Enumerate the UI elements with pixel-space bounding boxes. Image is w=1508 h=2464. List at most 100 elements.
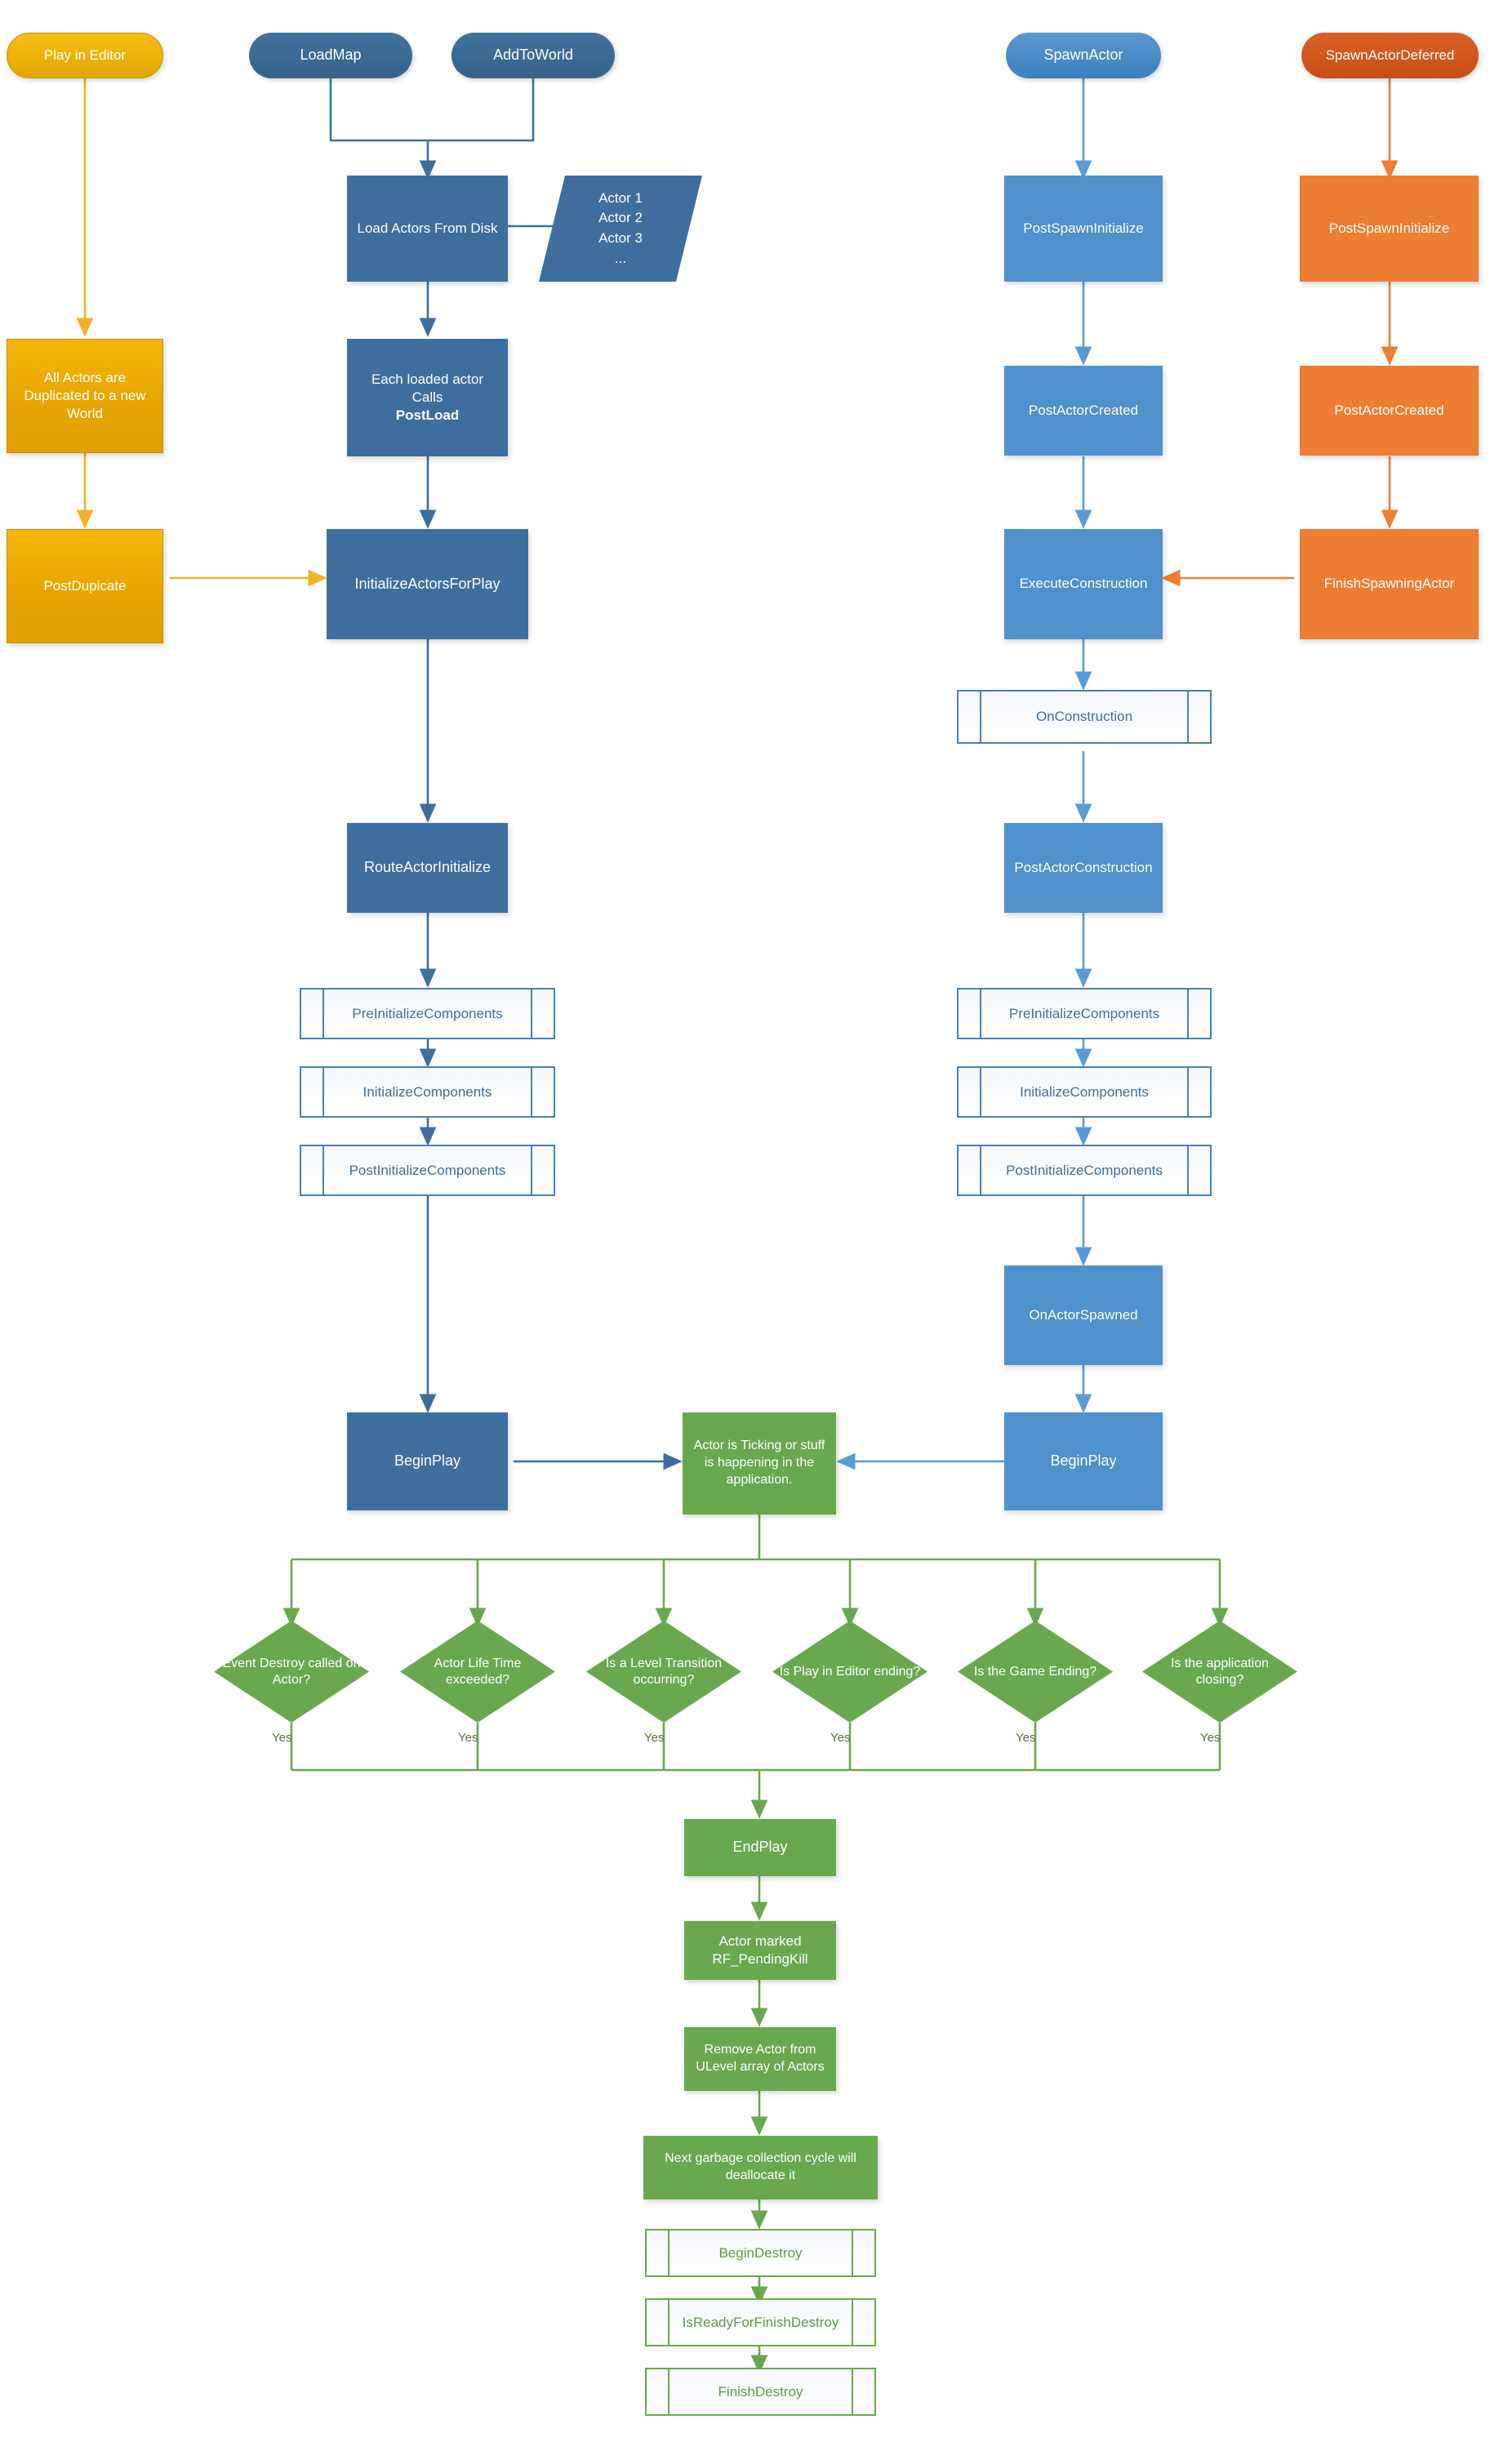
node-begin-play-left[interactable]: BeginPlay — [347, 1412, 508, 1510]
node-post-spawn-initialize-deferred[interactable]: PostSpawnInitialize — [1300, 176, 1479, 282]
node-each-loaded-actor-label: Each loaded actor Calls PostLoad — [354, 371, 501, 425]
edge-label-yes-actor-life-time: Yes — [458, 1731, 478, 1745]
subroutine-left-bar — [980, 692, 981, 742]
subroutine-left-bar — [980, 1068, 981, 1116]
subroutine-right-bar — [1187, 1146, 1189, 1194]
node-post-actor-created-mid[interactable]: PostActorCreated — [1004, 366, 1163, 456]
node-is-ready-for-finish-destroy[interactable]: IsReadyForFinishDestroy — [645, 2298, 876, 2346]
node-post-initialize-components-left-label: PostInitializeComponents — [349, 1162, 506, 1178]
node-all-actors-duplicated-label: All Actors are Duplicated to a new World — [24, 369, 146, 422]
node-actor-is-ticking[interactable]: Actor is Ticking or stuff is happening i… — [683, 1412, 836, 1514]
node-begin-play-right[interactable]: BeginPlay — [1004, 1412, 1163, 1510]
node-post-actor-construction[interactable]: PostActorConstruction — [1004, 823, 1163, 913]
subroutine-left-bar — [668, 2300, 669, 2345]
node-post-spawn-initialize-mid-label: PostSpawnInitialize — [1023, 220, 1144, 236]
node-post-spawn-initialize-mid[interactable]: PostSpawnInitialize — [1004, 176, 1163, 282]
node-play-in-editor-label: Play in Editor — [43, 47, 127, 63]
node-post-spawn-initialize-deferred-label: PostSpawnInitialize — [1328, 220, 1450, 236]
edge-label-yes-game-ending: Yes — [1016, 1731, 1036, 1745]
node-on-actor-spawned-label: OnActorSpawned — [1029, 1306, 1138, 1323]
node-execute-construction-label: ExecuteConstruction — [1019, 576, 1148, 592]
edge-label-yes-application-closing: Yes — [1200, 1731, 1221, 1745]
decision-actor-life-time-label: Actor Life Time exceeded? — [434, 1656, 522, 1687]
subroutine-right-bar — [852, 2300, 853, 2345]
node-post-duplicate-label: PostDupicate — [43, 577, 127, 594]
decision-event-destroy-label: Event Destroy called on Actor? — [222, 1656, 361, 1687]
actor-list-line-1: Actor 1 — [598, 189, 643, 206]
node-actor-list[interactable]: Actor 1 Actor 2 Actor 3 ... — [539, 176, 702, 282]
actor-list-line-2: Actor 2 — [598, 210, 643, 226]
node-load-map-label: LoadMap — [300, 47, 362, 64]
node-remove-actor-from-ulevel[interactable]: Remove Actor from ULevel array of Actors — [684, 2027, 836, 2091]
node-finish-spawning-actor[interactable]: FinishSpawningActor — [1300, 529, 1479, 639]
subroutine-left-bar — [323, 990, 324, 1038]
node-actor-marked-pendingkill-label: Actor marked RF_PendingKill — [712, 1933, 808, 1967]
each-loaded-actor-line1: Each loaded actor — [371, 371, 484, 387]
subroutine-right-bar — [1187, 990, 1189, 1038]
node-end-play-label: EndPlay — [732, 1839, 788, 1856]
subroutine-right-bar — [1187, 692, 1189, 742]
each-loaded-actor-calls: Calls — [411, 389, 443, 405]
decision-application-closing[interactable]: Is the application closing? — [1142, 1621, 1297, 1723]
node-pre-initialize-components-right[interactable]: PreInitializeComponents — [957, 988, 1212, 1039]
node-initialize-actors-for-play[interactable]: InitializeActorsForPlay — [327, 529, 528, 639]
node-pre-initialize-components-left[interactable]: PreInitializeComponents — [300, 988, 555, 1039]
subroutine-left-bar — [323, 1068, 324, 1116]
node-pre-initialize-components-left-label: PreInitializeComponents — [352, 1005, 503, 1021]
node-initialize-components-right[interactable]: InitializeComponents — [957, 1066, 1212, 1118]
actor-list-line-4: ... — [614, 250, 627, 266]
node-spawn-actor[interactable]: SpawnActor — [1006, 33, 1161, 78]
node-begin-play-right-label: BeginPlay — [1050, 1452, 1117, 1470]
node-add-to-world[interactable]: AddToWorld — [452, 33, 615, 78]
node-begin-play-left-label: BeginPlay — [394, 1452, 461, 1470]
decision-event-destroy[interactable]: Event Destroy called on Actor? — [214, 1621, 369, 1723]
node-next-gc-cycle[interactable]: Next garbage collection cycle will deall… — [643, 2136, 878, 2199]
node-post-duplicate[interactable]: PostDupicate — [7, 529, 163, 643]
node-remove-actor-from-ulevel-label: Remove Actor from ULevel array of Actors — [696, 2043, 825, 2074]
node-load-actors-from-disk[interactable]: Load Actors From Disk — [347, 176, 508, 282]
node-next-gc-cycle-label: Next garbage collection cycle will deall… — [665, 2151, 856, 2182]
subroutine-right-bar — [531, 990, 532, 1038]
node-all-actors-duplicated[interactable]: All Actors are Duplicated to a new World — [7, 339, 163, 453]
decision-actor-life-time[interactable]: Actor Life Time exceeded? — [400, 1621, 555, 1723]
decision-application-closing-label: Is the application closing? — [1170, 1656, 1270, 1687]
decision-game-ending-label: Is the Game Ending? — [973, 1664, 1097, 1679]
each-loaded-actor-postload: PostLoad — [395, 407, 460, 424]
subroutine-right-bar — [531, 1146, 532, 1194]
node-on-construction[interactable]: OnConstruction — [957, 690, 1212, 744]
node-finish-destroy[interactable]: FinishDestroy — [645, 2368, 876, 2416]
decision-play-in-editor-ending[interactable]: Is Play in Editor ending? — [772, 1621, 927, 1723]
node-begin-destroy[interactable]: BeginDestroy — [645, 2229, 876, 2277]
node-route-actor-initialize-label: RouteActorInitialize — [363, 859, 492, 876]
node-each-loaded-actor-calls-postload[interactable]: Each loaded actor Calls PostLoad — [347, 339, 508, 456]
node-post-actor-construction-label: PostActorConstruction — [1014, 859, 1153, 875]
node-post-actor-created-mid-label: PostActorCreated — [1028, 402, 1139, 418]
node-initialize-components-left-label: InitializeComponents — [363, 1083, 492, 1100]
decision-level-transition[interactable]: Is a Level Transition occurring? — [586, 1621, 741, 1723]
decision-game-ending[interactable]: Is the Game Ending? — [958, 1621, 1113, 1723]
node-on-actor-spawned[interactable]: OnActorSpawned — [1004, 1265, 1163, 1365]
node-actor-marked-pendingkill[interactable]: Actor marked RF_PendingKill — [684, 1921, 836, 1980]
edge-label-yes-play-in-editor-ending: Yes — [830, 1731, 851, 1745]
node-begin-destroy-label: BeginDestroy — [718, 2244, 803, 2261]
node-end-play[interactable]: EndPlay — [684, 1819, 836, 1876]
node-post-initialize-components-right[interactable]: PostInitializeComponents — [957, 1145, 1212, 1196]
node-route-actor-initialize[interactable]: RouteActorInitialize — [347, 823, 508, 913]
node-is-ready-for-finish-destroy-label: IsReadyForFinishDestroy — [682, 2314, 839, 2330]
node-execute-construction[interactable]: ExecuteConstruction — [1004, 529, 1163, 639]
node-load-map[interactable]: LoadMap — [249, 33, 412, 78]
node-spawn-actor-deferred[interactable]: SpawnActorDeferred — [1301, 33, 1479, 78]
node-play-in-editor[interactable]: Play in Editor — [7, 33, 163, 78]
node-initialize-components-left[interactable]: InitializeComponents — [300, 1066, 555, 1118]
node-initialize-actors-for-play-label: InitializeActorsForPlay — [354, 575, 500, 592]
actor-list-line-3: Actor 3 — [598, 230, 643, 246]
node-initialize-components-right-label: InitializeComponents — [1020, 1083, 1149, 1100]
node-pre-initialize-components-right-label: PreInitializeComponents — [1008, 1005, 1160, 1021]
node-post-actor-created-deferred[interactable]: PostActorCreated — [1300, 366, 1479, 456]
node-actor-list-label: Actor 1 Actor 2 Actor 3 ... — [539, 189, 702, 269]
subroutine-left-bar — [668, 2369, 669, 2414]
node-post-initialize-components-left[interactable]: PostInitializeComponents — [300, 1145, 555, 1196]
node-add-to-world-label: AddToWorld — [493, 47, 573, 64]
